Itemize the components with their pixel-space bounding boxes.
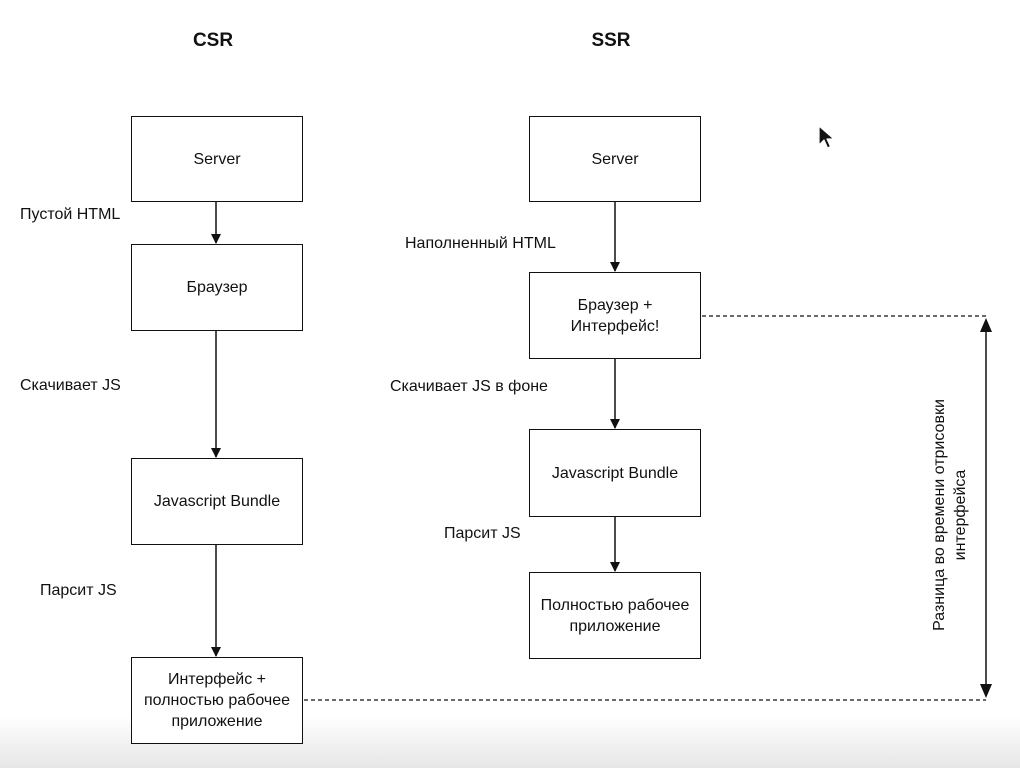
ssr-result-box: Полностью рабочее приложение xyxy=(529,572,701,659)
ssr-edge-filled-html: Наполненный HTML xyxy=(405,235,556,252)
ssr-server-box: Server xyxy=(529,116,701,202)
ssr-browser-box: Браузер + Интерфейс! xyxy=(529,272,701,359)
csr-edge-parse-js: Парсит JS xyxy=(40,582,117,599)
ssr-edge-parse-js: Парсит JS xyxy=(444,525,521,542)
csr-title: CSR xyxy=(192,30,234,51)
time-difference-label: Разница во времени отрисовки интерфейса xyxy=(931,399,969,631)
time-difference-arrow-bottom xyxy=(980,684,992,698)
ssr-edge-download-js-background: Скачивает JS в фоне xyxy=(390,378,548,395)
time-difference-arrow-top xyxy=(980,318,992,332)
ssr-bundle-box: Javascript Bundle xyxy=(529,429,701,517)
csr-browser-box: Браузер xyxy=(131,244,303,331)
csr-result-box: Интерфейс + полностью рабочее приложение xyxy=(131,657,303,744)
csr-server-box: Server xyxy=(131,116,303,202)
ssr-title: SSR xyxy=(591,30,631,51)
csr-bundle-box: Javascript Bundle xyxy=(131,458,303,545)
csr-edge-empty-html: Пустой HTML xyxy=(20,206,121,223)
csr-edge-download-js: Скачивает JS xyxy=(20,377,121,394)
mouse-cursor-icon xyxy=(818,125,835,149)
